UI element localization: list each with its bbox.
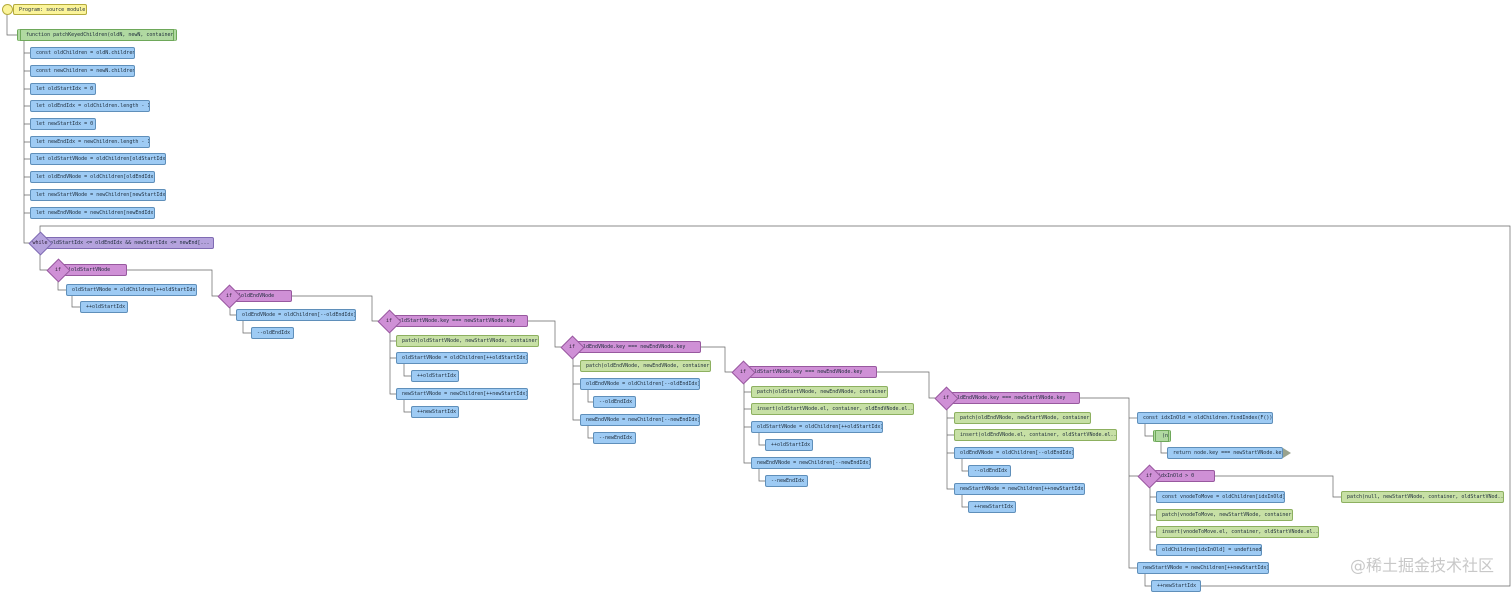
watermark: @稀土掘金技术社区 [1349, 556, 1494, 575]
if-keyword-4: if [568, 344, 576, 350]
b2-stmt-assign: oldEndVNode = oldChildren[--oldEndIdx] [236, 309, 356, 321]
if-keyword-2: if [225, 293, 233, 299]
if-cond-not-old-start: !oldStartVNode [62, 264, 127, 276]
b3-stmt-old-start: oldStartVNode = oldChildren[++oldStartId… [396, 352, 528, 364]
decl-old-start-vnode: let oldStartVNode = oldChildren[oldStart… [30, 153, 166, 165]
if-keyword-5: if [739, 369, 747, 375]
b7-stmt-vnode-to-move: const vnodeToMove = oldChildren[idxInOld… [1156, 491, 1285, 503]
b1-stmt-incr: ++oldStartIdx [80, 301, 128, 313]
decl-old-end-idx: let oldEndIdx = oldChildren.length - 1 [30, 100, 150, 112]
if-cond-end-end: oldEndVNode.key === newEndVNode.key [574, 341, 701, 353]
decl-new-children: const newChildren = newN.children [30, 65, 135, 77]
b2-stmt-decr: --oldEndIdx [251, 327, 294, 339]
decl-new-start-vnode: let newStartVNode = newChildren[newStart… [30, 189, 166, 201]
if-keyword-3: if [385, 318, 393, 324]
decl-old-end-vnode: let oldEndVNode = oldChildren[oldEndIdx] [30, 171, 155, 183]
if-keyword-7: if [1145, 473, 1153, 479]
decl-old-start-idx: let oldStartIdx = 0 [30, 83, 96, 95]
b7-return-stmt: return node.key === newStartVNode.key [1167, 447, 1283, 459]
program-node: Program: source module [13, 4, 87, 15]
b7-arrow-fn: (node) => [1153, 430, 1171, 442]
decl-old-children: const oldChildren = oldN.children [30, 47, 135, 59]
b4-stmt-new-end: newEndVNode = newChildren[--newEndIdx] [580, 414, 700, 426]
if-cond-not-old-end: !oldEndVNode [232, 290, 292, 302]
b7-stmt-find-index: const idxInOld = oldChildren.findIndex(F… [1137, 412, 1273, 424]
b1-stmt-assign: oldStartVNode = oldChildren[++oldStartId… [66, 284, 197, 296]
b7-stmt-set-undefined: oldChildren[idxInOld] = undefined [1156, 544, 1262, 556]
decl-new-start-idx: let newStartIdx = 0 [30, 118, 96, 130]
b3-stmt-new-start: newStartVNode = newChildren[++newStartId… [396, 388, 528, 400]
function-node: function patchKeyedChildren(oldN, newN, … [17, 29, 177, 41]
b6-stmt-new-incr: ++newStartIdx [968, 501, 1016, 513]
b3-stmt-old-incr: ++oldStartIdx [411, 370, 459, 382]
b7-stmt-new-incr: ++newStartIdx [1151, 580, 1201, 592]
b5-stmt-new-decr: --newEndIdx [765, 475, 808, 487]
b4-patch-call: patch(oldEndVNode, newEndVNode, containe… [580, 360, 711, 372]
b6-stmt-old-end: oldEndVNode = oldChildren[--oldEndIdx] [954, 447, 1074, 459]
program-start-terminal [2, 4, 13, 15]
return-end-marker [1283, 448, 1291, 458]
b3-stmt-new-incr: ++newStartIdx [411, 406, 459, 418]
b7-insert-call: insert(vnodeToMove.el, container, oldSta… [1156, 526, 1319, 538]
b6-stmt-new-start: newStartVNode = newChildren[++newStartId… [954, 483, 1085, 495]
b3-patch-call: patch(oldStartVNode, newStartVNode, cont… [396, 335, 539, 347]
b4-stmt-new-decr: --newEndIdx [593, 432, 636, 444]
b6-insert-call: insert(oldEndVNode.el, container, oldSta… [954, 429, 1117, 441]
b7-stmt-new-start: newStartVNode = newChildren[++newStartId… [1137, 562, 1269, 574]
b6-patch-call: patch(oldEndVNode, newStartVNode, contai… [954, 412, 1091, 424]
b7-patch-call: patch(vnodeToMove, newStartVNode, contai… [1156, 509, 1293, 521]
b5-stmt-new-end: newEndVNode = newChildren[--newEndIdx] [751, 457, 871, 469]
b5-patch-call: patch(oldStartVNode, newEndVNode, contai… [751, 386, 888, 398]
b4-stmt-old-decr: --oldEndIdx [593, 396, 636, 408]
b7-else-patch-call: patch(null, newStartVNode, container, ol… [1341, 491, 1504, 503]
if-cond-start-end: oldStartVNode.key === newEndVNode.key [745, 366, 877, 378]
if-keyword-6: if [942, 395, 950, 401]
while-condition: oldStartIdx <= oldEndIdx && newStartIdx … [44, 237, 214, 249]
decl-new-end-vnode: let newEndVNode = newChildren[newEndIdx] [30, 207, 155, 219]
b5-stmt-old-start: oldStartVNode = oldChildren[++oldStartId… [751, 421, 883, 433]
b5-stmt-old-incr: ++oldStartIdx [765, 439, 813, 451]
b6-stmt-old-decr: --oldEndIdx [968, 465, 1011, 477]
if-keyword-1: if [54, 267, 62, 273]
b5-insert-call: insert(oldStartVNode.el, container, oldE… [751, 403, 914, 415]
decl-new-end-idx: let newEndIdx = newChildren.length - 1 [30, 136, 150, 148]
b4-stmt-old-end: oldEndVNode = oldChildren[--oldEndIdx] [580, 378, 700, 390]
if-cond-start-start: oldStartVNode.key === newStartVNode.key [392, 315, 528, 327]
if-cond-end-start: oldEndVNode.key === newStartVNode.key [948, 392, 1080, 404]
while-keyword: while [32, 240, 48, 246]
